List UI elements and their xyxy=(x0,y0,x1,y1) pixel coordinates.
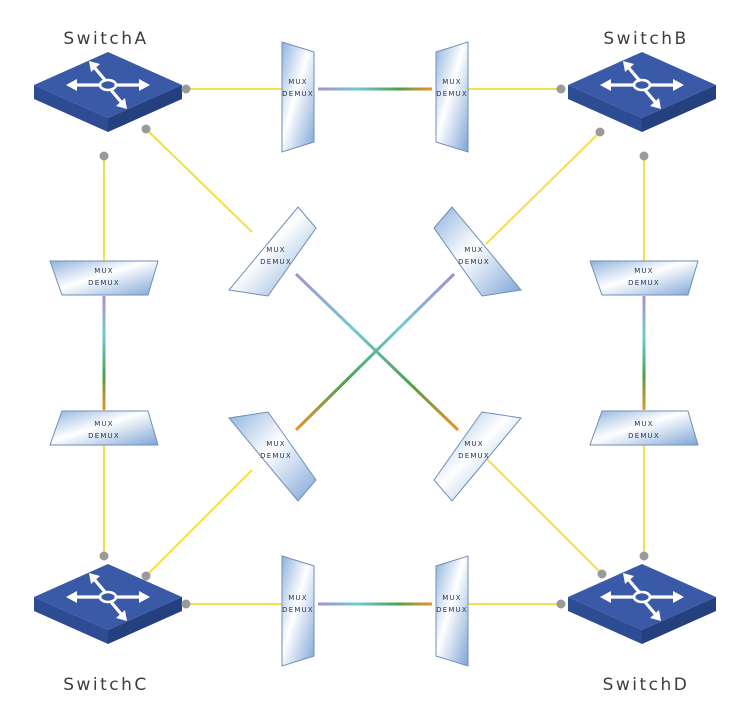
switch-d-label: SwitchD xyxy=(603,675,690,695)
mux-demux-9[interactable]: MUX DEMUX xyxy=(281,555,315,667)
mux-demux-12[interactable]: MUX DEMUX xyxy=(433,411,522,502)
port-dots xyxy=(99,84,649,609)
mux-demux-4[interactable]: MUX DEMUX xyxy=(433,206,522,297)
demux-label: DEMUX xyxy=(260,452,292,460)
port-a-east xyxy=(181,84,191,94)
mux-label: MUX xyxy=(464,246,484,254)
demux-label: DEMUX xyxy=(436,90,468,98)
wdm-links xyxy=(102,87,646,606)
demux-label: DEMUX xyxy=(260,258,292,266)
mux-label: MUX xyxy=(464,440,484,448)
demux-label: DEMUX xyxy=(88,432,120,440)
mux-label: MUX xyxy=(442,78,462,86)
mux-label: MUX xyxy=(442,594,462,602)
mux-label: MUX xyxy=(288,78,308,86)
port-a-diag xyxy=(141,124,151,134)
fiber-c-mux11 xyxy=(145,469,253,577)
switch-b[interactable] xyxy=(566,50,718,134)
mux-label: MUX xyxy=(94,420,114,428)
port-a-south xyxy=(99,151,109,161)
mux-label: MUX xyxy=(634,420,654,428)
mux-demux-7[interactable]: MUX DEMUX xyxy=(49,410,159,446)
fiber-d-mux12 xyxy=(485,457,603,575)
port-b-diag xyxy=(595,127,605,137)
switch-arrows-icon xyxy=(32,562,184,646)
mux-demux-6[interactable]: MUX DEMUX xyxy=(589,260,699,296)
switch-arrows-icon xyxy=(32,50,184,134)
switch-c[interactable] xyxy=(32,562,184,646)
mux-demux-8[interactable]: MUX DEMUX xyxy=(589,410,699,446)
mux-label: MUX xyxy=(94,267,114,275)
demux-label: DEMUX xyxy=(282,90,314,98)
switch-b-label: SwitchB xyxy=(603,29,688,49)
demux-label: DEMUX xyxy=(88,279,120,287)
port-d-west xyxy=(556,599,566,609)
mux-demux-10[interactable]: MUX DEMUX xyxy=(435,555,469,667)
switch-arrows-icon xyxy=(566,562,718,646)
mux-label: MUX xyxy=(634,267,654,275)
switch-arrows-icon xyxy=(566,50,718,134)
mux-demux-2[interactable]: MUX DEMUX xyxy=(435,41,469,153)
wdm-link-bc xyxy=(294,272,456,432)
mux-demux-11[interactable]: MUX DEMUX xyxy=(228,411,317,502)
mux-demux-3[interactable]: MUX DEMUX xyxy=(228,206,317,297)
mux-label: MUX xyxy=(288,594,308,602)
switch-a[interactable] xyxy=(32,50,184,134)
demux-label: DEMUX xyxy=(436,606,468,614)
mux-demux-1[interactable]: MUX DEMUX xyxy=(281,41,315,153)
fiber-links xyxy=(103,88,645,605)
mux-demux-5[interactable]: MUX DEMUX xyxy=(49,260,159,296)
port-d-north xyxy=(639,551,649,561)
mux-label: MUX xyxy=(266,246,286,254)
switch-a-label: SwitchA xyxy=(63,29,148,49)
mux-label: MUX xyxy=(266,440,286,448)
switch-d[interactable] xyxy=(566,562,718,646)
fiber-a-mux3 xyxy=(145,128,253,233)
demux-label: DEMUX xyxy=(282,606,314,614)
port-d-diag xyxy=(597,569,607,579)
demux-label: DEMUX xyxy=(458,258,490,266)
port-c-east xyxy=(181,599,191,609)
port-b-south xyxy=(639,151,649,161)
fiber-b-mux4 xyxy=(485,131,601,245)
mux-units: MUX DEMUX MUX DEMUX MUX DEMUX MUX DEMUX … xyxy=(49,41,699,667)
port-c-north xyxy=(99,551,109,561)
demux-label: DEMUX xyxy=(628,279,660,287)
demux-label: DEMUX xyxy=(628,432,660,440)
port-c-diag xyxy=(141,571,151,581)
port-b-west xyxy=(556,84,566,94)
demux-label: DEMUX xyxy=(458,452,490,460)
switch-c-label: SwitchC xyxy=(63,675,149,695)
